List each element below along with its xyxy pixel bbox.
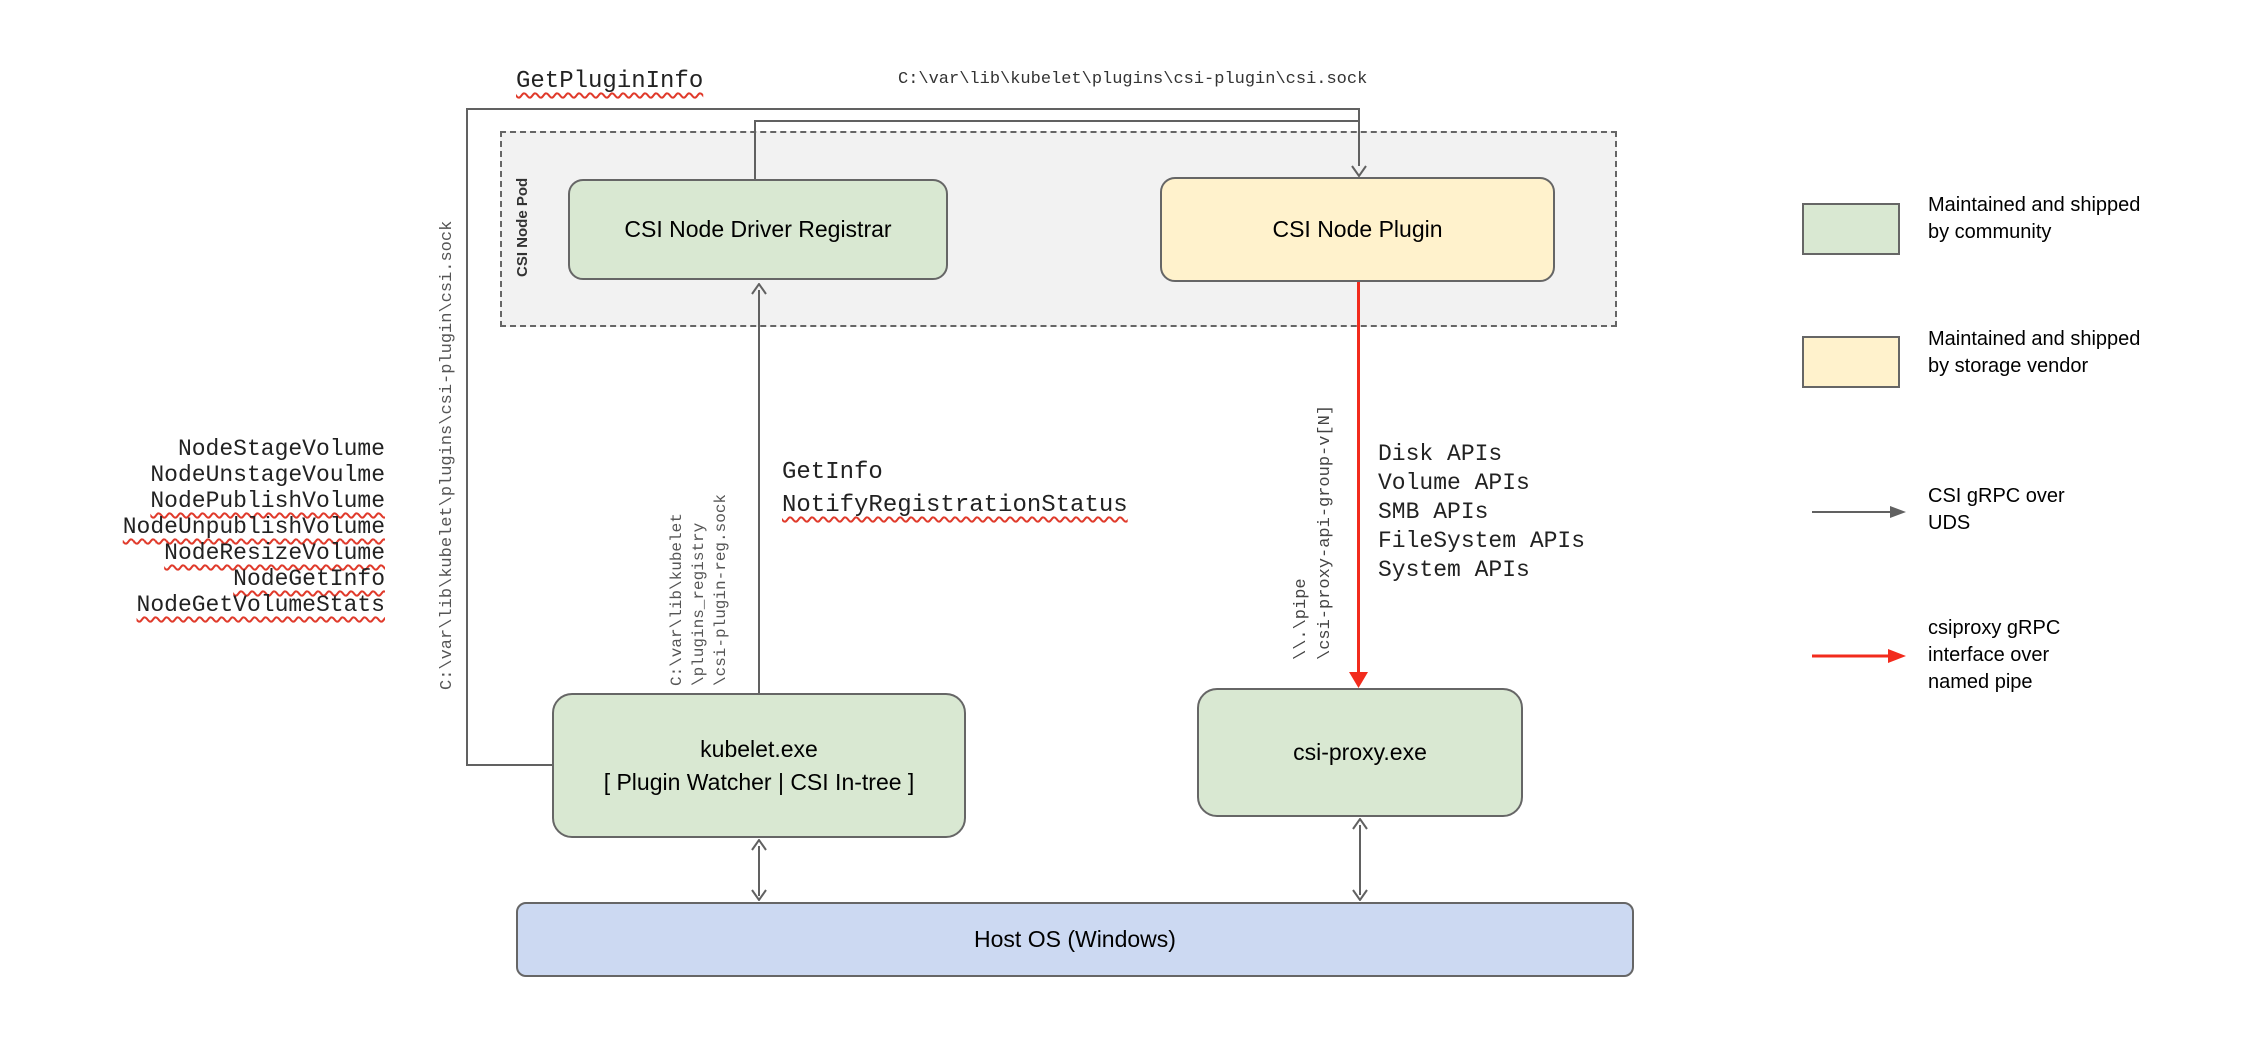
arrowhead-up-into-kubelet-icon bbox=[751, 839, 767, 851]
registry-path-line: \plugins_registry bbox=[690, 522, 708, 686]
left-socket-path-label: C:\var\lib\kubelet\plugins\csi-plugin\cs… bbox=[438, 220, 457, 690]
legend-line: Maintained and shipped bbox=[1928, 194, 2141, 216]
node-rpc-item: NodePublishVolume bbox=[150, 488, 385, 514]
arrowhead-up-into-csiproxy-icon bbox=[1352, 818, 1368, 830]
connector-getplugininfo-left bbox=[466, 108, 468, 766]
node-rpc-item: NodeResizeVolume bbox=[164, 540, 385, 566]
node-csi-proxy: csi-proxy.exe bbox=[1197, 688, 1523, 817]
connector-getplugininfo-to-kubelet bbox=[466, 764, 554, 766]
connector-kubelet-to-registrar bbox=[758, 290, 760, 694]
legend-uds-label: CSI gRPC over UDS bbox=[1928, 483, 2065, 537]
host-os-label: Host OS (Windows) bbox=[974, 926, 1176, 952]
node-kubelet: kubelet.exe [ Plugin Watcher | CSI In-tr… bbox=[552, 693, 966, 838]
legend-line: CSI gRPC over bbox=[1928, 485, 2065, 507]
legend-line: csiproxy gRPC bbox=[1928, 617, 2061, 639]
proxy-api-item: FileSystem APIs bbox=[1378, 528, 1586, 554]
legend-community-swatch-icon bbox=[1802, 203, 1900, 255]
arrowhead-red-into-csiproxy-icon bbox=[1349, 672, 1368, 688]
csi-node-pod-label: CSI Node Pod bbox=[514, 177, 531, 277]
get-plugin-info-label: GetPluginInfo bbox=[516, 68, 704, 95]
legend-vendor-label: Maintained and shipped by storage vendor bbox=[1928, 326, 2140, 380]
connector-into-plugin bbox=[1358, 108, 1360, 166]
arrowhead-down-into-plugin-icon bbox=[1351, 165, 1367, 177]
legend-line: interface over bbox=[1928, 644, 2050, 666]
node-rpc-list: NodeStageVolume NodeUnstageVoulme NodePu… bbox=[40, 436, 385, 618]
registrar-label: CSI Node Driver Registrar bbox=[624, 216, 892, 242]
proxy-api-list: Disk APIs Volume APIs SMB APIs FileSyste… bbox=[1378, 440, 1585, 585]
arrowhead-down-into-hostos-right-icon bbox=[1352, 889, 1368, 901]
proxy-api-item: SMB APIs bbox=[1378, 499, 1489, 525]
plugin-label: CSI Node Plugin bbox=[1272, 216, 1443, 242]
csi-proxy-label: csi-proxy.exe bbox=[1293, 739, 1427, 765]
proxy-api-item: Disk APIs bbox=[1378, 441, 1503, 467]
legend-line: UDS bbox=[1928, 512, 1971, 534]
registration-rpcs-label: GetInfo NotifyRegistrationStatus bbox=[782, 456, 1128, 522]
legend-red-arrow-icon bbox=[1812, 649, 1906, 663]
proxy-api-item: Volume APIs bbox=[1378, 470, 1530, 496]
connector-kubelet-hostos bbox=[758, 846, 760, 896]
legend-gray-arrow-icon bbox=[1812, 506, 1906, 518]
named-pipe-path-label: \\.\pipe \csi-proxy-api-group-v[N] bbox=[1290, 405, 1338, 660]
node-rpc-item: NodeStageVolume bbox=[177, 436, 385, 462]
legend-namedpipe-label: csiproxy gRPC interface over named pipe bbox=[1928, 615, 2060, 696]
legend-line: Maintained and shipped bbox=[1928, 328, 2141, 350]
legend-line: by storage vendor bbox=[1928, 355, 2089, 377]
connector-registrar-to-plugin bbox=[754, 120, 1359, 122]
node-rpc-item: NodeUnstageVoulme bbox=[150, 462, 385, 488]
pipe-path-line: \\.\pipe bbox=[1292, 578, 1311, 660]
connector-registrar-up bbox=[754, 120, 756, 181]
node-csi-node-plugin: CSI Node Plugin bbox=[1160, 177, 1555, 282]
connector-csiproxy-hostos bbox=[1359, 825, 1361, 895]
registry-path-line: \csi-plugin-reg.sock bbox=[712, 493, 730, 686]
node-host-os: Host OS (Windows) bbox=[516, 902, 1634, 977]
legend-line: by community bbox=[1928, 221, 2052, 243]
notify-registration-status-label: NotifyRegistrationStatus bbox=[782, 492, 1128, 519]
legend-community-label: Maintained and shipped by community bbox=[1928, 192, 2140, 246]
arrowhead-down-into-hostos-left-icon bbox=[751, 889, 767, 901]
top-socket-path-label: C:\var\lib\kubelet\plugins\csi-plugin\cs… bbox=[898, 70, 1368, 89]
connector-plugin-to-csiproxy-red bbox=[1357, 282, 1360, 674]
node-rpc-item: NodeUnpublishVolume bbox=[122, 514, 385, 540]
registry-path-line: C:\var\lib\kubelet bbox=[668, 513, 686, 686]
node-csi-node-driver-registrar: CSI Node Driver Registrar bbox=[568, 179, 948, 280]
proxy-api-item: System APIs bbox=[1378, 557, 1530, 583]
node-rpc-item: NodeGetInfo bbox=[233, 566, 385, 592]
legend-line: named pipe bbox=[1928, 671, 2033, 693]
connector-getplugininfo-top bbox=[466, 108, 1359, 110]
get-info-label: GetInfo bbox=[782, 459, 883, 486]
legend-vendor-swatch-icon bbox=[1802, 336, 1900, 388]
pipe-path-line: \csi-proxy-api-group-v[N] bbox=[1316, 404, 1335, 660]
arrowhead-up-into-registrar-icon bbox=[751, 283, 767, 295]
kubelet-label-line2: [ Plugin Watcher | CSI In-tree ] bbox=[603, 768, 915, 795]
node-rpc-item: NodeGetVolumeStats bbox=[136, 592, 385, 618]
kubelet-label-line1: kubelet.exe bbox=[700, 735, 818, 762]
registry-socket-path-label: C:\var\lib\kubelet \plugins_registry \cs… bbox=[666, 494, 732, 686]
